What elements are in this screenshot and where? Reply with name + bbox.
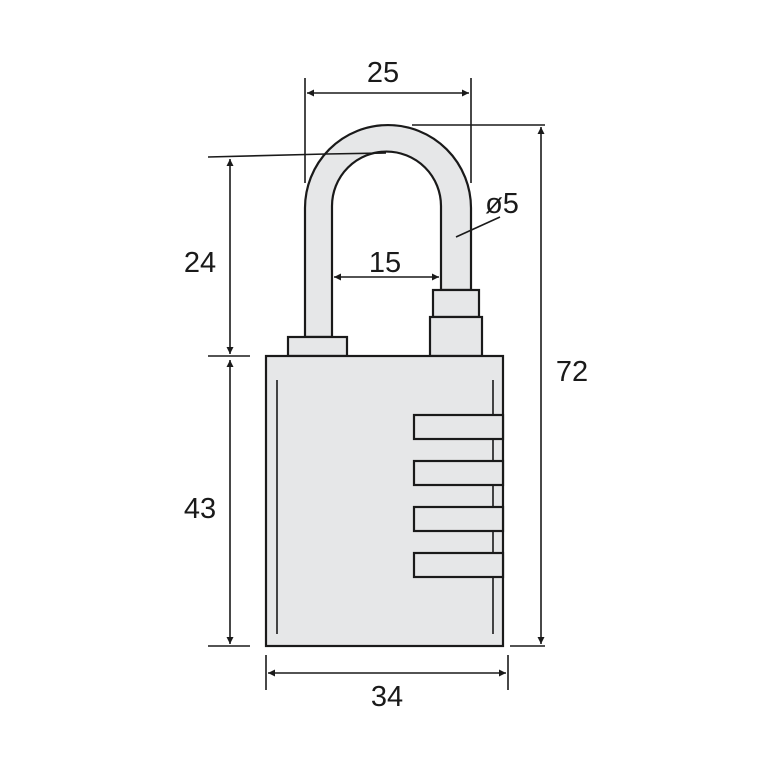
left-collar	[286, 335, 349, 358]
wheel	[412, 459, 505, 487]
svg-text:25: 25	[367, 57, 399, 89]
dim-shackle-diameter: ø5	[455, 188, 519, 238]
wheel	[412, 505, 505, 533]
dim-shackle-inner-width: 15	[334, 247, 439, 281]
svg-text:72: 72	[556, 356, 588, 388]
svg-text:43: 43	[184, 493, 216, 525]
svg-text:ø5: ø5	[485, 188, 519, 220]
shackle	[303, 123, 473, 339]
dim-body-width: 34	[265, 655, 509, 713]
lock-body	[264, 354, 505, 648]
wheel	[412, 413, 505, 441]
right-collar-lower	[428, 315, 484, 358]
wheel	[412, 551, 505, 579]
dim-body-height: 43	[184, 360, 250, 647]
dim-shackle-outer-width: 25	[304, 57, 472, 183]
svg-text:24: 24	[184, 247, 216, 279]
dim-overall-height: 72	[412, 124, 588, 647]
dim-shackle-clearance: 24	[184, 152, 387, 357]
right-collar-upper	[431, 288, 481, 319]
combination-wheels	[412, 413, 505, 579]
svg-text:15: 15	[369, 247, 401, 279]
svg-text:34: 34	[371, 681, 403, 713]
